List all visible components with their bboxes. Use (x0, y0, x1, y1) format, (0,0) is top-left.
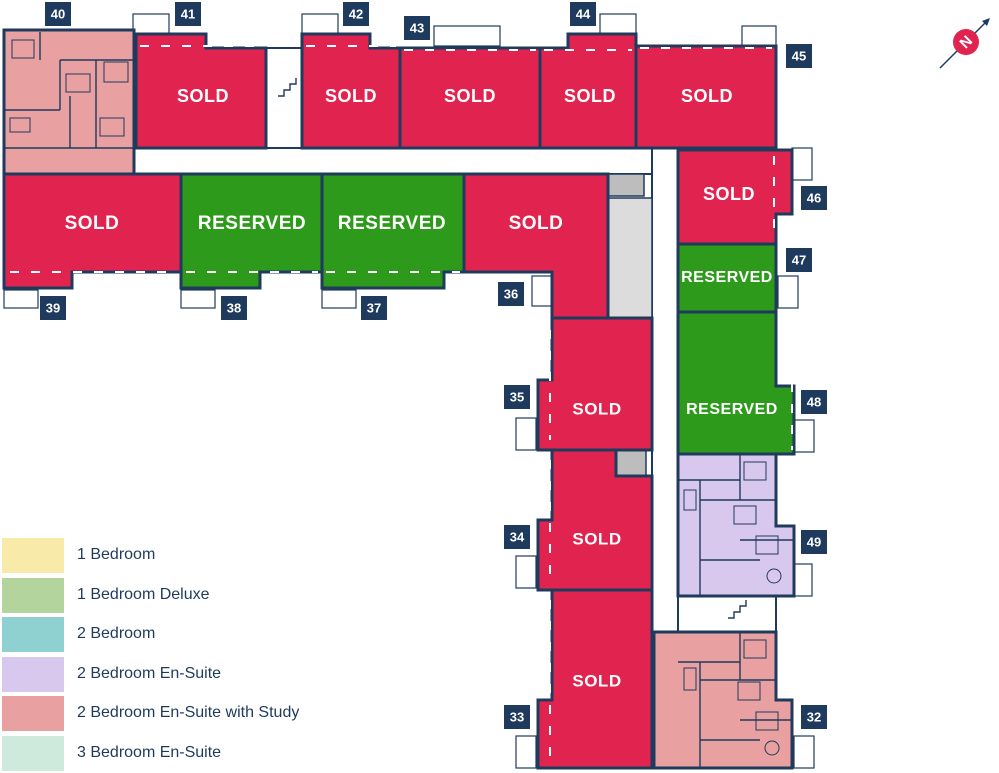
unit-40-shape[interactable] (4, 30, 134, 174)
unit-46-badge[interactable]: 46 (801, 186, 827, 210)
legend-swatch (2, 736, 64, 771)
unit-47-status: RESERVED (681, 269, 773, 286)
unit-38-status: RESERVED (198, 213, 306, 234)
unit-34-badge[interactable]: 34 (504, 525, 530, 549)
legend-item: 1 Bedroom Deluxe (2, 576, 362, 616)
unit-36-status: SOLD (509, 213, 564, 234)
unit-49-badge[interactable]: 49 (801, 530, 827, 554)
svg-text:40: 40 (51, 6, 65, 21)
svg-text:33: 33 (510, 709, 524, 724)
unit-35-badge[interactable]: 35 (504, 385, 530, 409)
unit-33-status: SOLD (572, 671, 621, 690)
legend-label: 2 Bedroom En-Suite with Study (77, 704, 299, 722)
svg-text:38: 38 (227, 300, 241, 315)
svg-text:42: 42 (349, 6, 363, 21)
unit-34-status: SOLD (572, 529, 621, 548)
unit-48-status: RESERVED (686, 401, 778, 418)
svg-text:49: 49 (807, 534, 821, 549)
unit-45-status: SOLD (681, 86, 733, 106)
legend-item: 1 Bedroom (2, 536, 362, 576)
unit-37-status: RESERVED (338, 213, 446, 234)
legend-label: 2 Bedroom En-Suite (77, 665, 221, 683)
unit-33-badge[interactable]: 33 (504, 705, 530, 729)
legend-swatch (2, 617, 64, 652)
legend-label: 1 Bedroom (77, 546, 155, 564)
stairwell-north (266, 48, 302, 148)
unit-42-status: SOLD (325, 86, 377, 106)
legend-swatch (2, 696, 64, 731)
svg-text:44: 44 (576, 6, 591, 21)
unit-39-status: SOLD (65, 213, 120, 234)
legend-swatch (2, 578, 64, 613)
unit-35-status: SOLD (572, 399, 621, 418)
unit-45-badge[interactable]: 45 (786, 44, 812, 68)
unit-32-shape[interactable] (654, 632, 792, 768)
legend-swatch (2, 657, 64, 692)
svg-text:43: 43 (410, 20, 424, 35)
legend-swatch (2, 538, 64, 573)
unit-38-badge[interactable]: 38 (221, 296, 247, 320)
unit-42-badge[interactable]: 42 (343, 2, 369, 26)
unit-36-badge[interactable]: 36 (498, 282, 524, 306)
svg-text:41: 41 (181, 6, 195, 21)
unit-37-badge[interactable]: 37 (361, 296, 387, 320)
svg-text:37: 37 (367, 300, 381, 315)
svg-text:35: 35 (510, 389, 524, 404)
unit-43-badge[interactable]: 43 (404, 16, 430, 40)
unit-49-shape[interactable] (678, 454, 794, 596)
legend-label: 3 Bedroom En-Suite (77, 744, 221, 762)
store-room (616, 450, 646, 476)
legend-label: 2 Bedroom (77, 625, 155, 643)
unit-35-shape[interactable] (538, 318, 652, 450)
unit-41-badge[interactable]: 41 (175, 2, 201, 26)
legend-item: 2 Bedroom En-Suite (2, 655, 362, 695)
svg-text:36: 36 (504, 286, 518, 301)
svg-text:45: 45 (792, 48, 806, 63)
svg-text:32: 32 (807, 709, 821, 724)
corridor-north (134, 148, 674, 174)
corridor-east (652, 148, 678, 634)
unit-46-status: SOLD (703, 184, 755, 204)
unit-40-badge[interactable]: 40 (45, 2, 71, 26)
legend: 1 Bedroom 1 Bedroom Deluxe 2 Bedroom 2 B… (2, 536, 362, 773)
unit-48-badge[interactable]: 48 (801, 390, 827, 414)
unit-43-status: SOLD (444, 86, 496, 106)
svg-text:34: 34 (510, 529, 525, 544)
legend-item: 2 Bedroom (2, 615, 362, 655)
stairwell-east (678, 596, 776, 632)
unit-47-badge[interactable]: 47 (786, 248, 812, 272)
svg-text:48: 48 (807, 394, 821, 409)
svg-text:47: 47 (792, 252, 806, 267)
lift-core (608, 198, 652, 318)
legend-label: 1 Bedroom Deluxe (77, 586, 210, 604)
legend-item: 3 Bedroom En-Suite (2, 734, 362, 773)
unit-39-badge[interactable]: 39 (40, 296, 66, 320)
unit-44-badge[interactable]: 44 (570, 2, 596, 26)
svg-text:46: 46 (807, 190, 821, 205)
svg-text:39: 39 (46, 300, 60, 315)
unit-32-badge[interactable]: 32 (801, 705, 827, 729)
unit-41-status: SOLD (177, 86, 229, 106)
unit-44-status: SOLD (564, 86, 616, 106)
unit-48-shape[interactable] (678, 312, 794, 454)
store-room (608, 174, 644, 196)
north-arrow-icon: N (938, 14, 994, 75)
legend-item: 2 Bedroom En-Suite with Study (2, 694, 362, 734)
